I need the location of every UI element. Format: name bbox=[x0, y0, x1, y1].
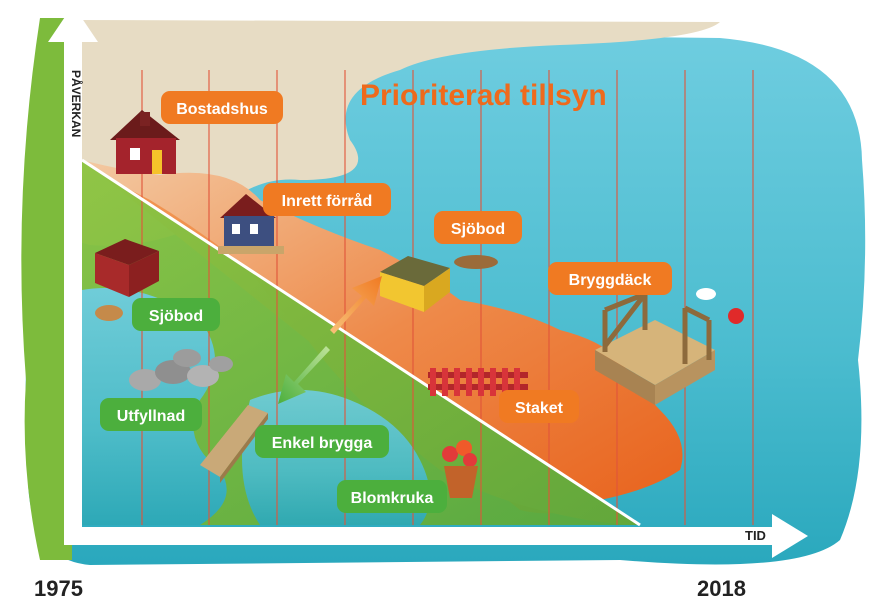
svg-text:Bostadshus: Bostadshus bbox=[176, 101, 268, 118]
priority-divider-line bbox=[81, 158, 641, 527]
flowerpot-icon bbox=[442, 440, 478, 498]
decrease-arrow-icon bbox=[278, 346, 330, 404]
svg-text:Enkel brygga: Enkel brygga bbox=[272, 435, 373, 452]
stones-icon bbox=[129, 349, 233, 391]
svg-text:Blomkruka: Blomkruka bbox=[351, 490, 434, 507]
svg-text:Bryggdäck: Bryggdäck bbox=[569, 272, 652, 289]
svg-text:Sjöbod: Sjöbod bbox=[149, 308, 203, 325]
svg-text:Inrett förråd: Inrett förråd bbox=[282, 192, 373, 210]
increase-arrow-icon bbox=[330, 276, 382, 334]
deck-icon bbox=[595, 288, 744, 405]
y-axis-arrowhead bbox=[48, 5, 98, 42]
label-enkel-brygga: Enkel brygga bbox=[255, 425, 389, 458]
diagram-title: Prioriterad tillsyn bbox=[360, 79, 607, 112]
axes bbox=[48, 5, 808, 558]
storage-house-icon bbox=[218, 194, 284, 254]
label-blomkruka: Blomkruka bbox=[337, 480, 447, 513]
y-axis-label: PÅVERKAN bbox=[69, 70, 84, 137]
end-year-label: 2018 bbox=[697, 576, 746, 601]
label-sjobod-orange: Sjöbod bbox=[434, 211, 522, 244]
label-utfyllnad: Utfyllnad bbox=[100, 398, 202, 431]
label-bryggdack: Bryggdäck bbox=[548, 262, 672, 295]
svg-text:Sjöbod: Sjöbod bbox=[451, 221, 505, 238]
label-sjobod-green: Sjöbod bbox=[132, 298, 220, 331]
green-left-band bbox=[21, 18, 72, 560]
label-inrett-forrad: Inrett förråd bbox=[263, 183, 391, 216]
svg-text:Staket: Staket bbox=[515, 400, 564, 417]
x-axis-arrowhead bbox=[772, 514, 808, 558]
start-year-label: 1975 bbox=[34, 576, 83, 601]
fence-icon bbox=[428, 368, 528, 396]
label-staket: Staket bbox=[499, 390, 579, 423]
yellow-boathouse-icon bbox=[380, 255, 498, 312]
x-axis-label: TID bbox=[745, 528, 766, 543]
red-boathouse-icon bbox=[95, 239, 159, 321]
label-bostadshus: Bostadshus bbox=[161, 91, 283, 124]
house-icon bbox=[110, 110, 180, 174]
svg-text:Utfyllnad: Utfyllnad bbox=[117, 408, 185, 425]
